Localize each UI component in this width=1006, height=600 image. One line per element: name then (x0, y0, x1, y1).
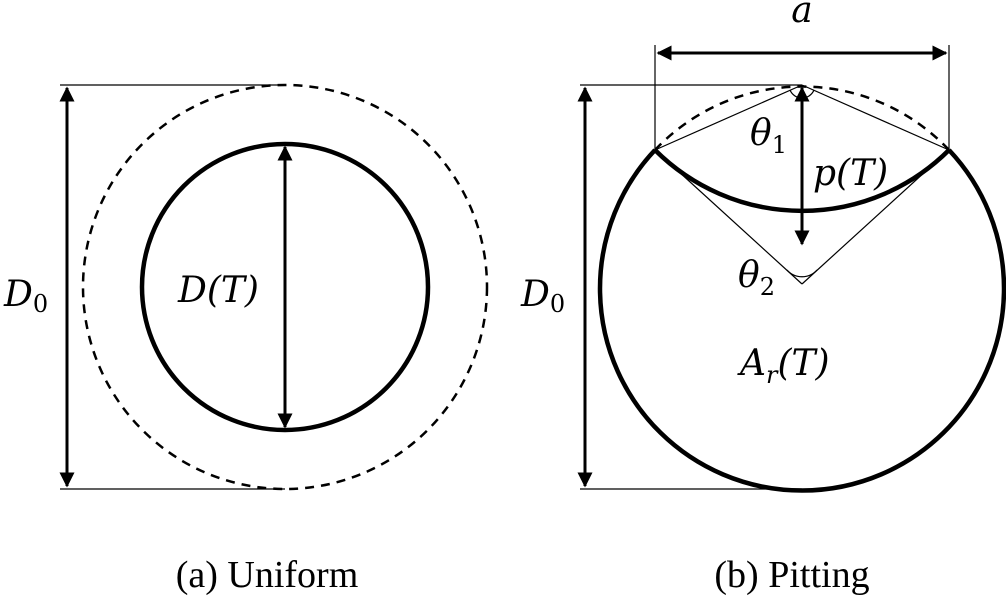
outer-diameter-label: D0 (3, 274, 48, 318)
caption-uniform: (a) Uniform (176, 554, 359, 596)
outer-diameter-label: D0 (520, 274, 565, 318)
corroded-section-circle (139, 141, 431, 433)
residual-area-label: Ar(T) (737, 343, 830, 389)
angle-2-label: θ2 (738, 255, 775, 301)
panel-b-pitting: a θ1 p(T) θ2 D0 Ar(T) (b) Pitting (520, 0, 1006, 596)
original-section-circle (81, 83, 489, 491)
angle-1-label: θ1 (750, 113, 787, 159)
chord-top-right (801, 84, 950, 151)
pit-depth-label: p(T) (813, 153, 888, 194)
angle-2-arc (786, 269, 818, 278)
panel-a-uniform: D0 D(T) (a) Uniform (3, 83, 489, 596)
caption-pitting: (b) Pitting (714, 554, 869, 596)
pit-width-label: a (791, 0, 812, 31)
radius-right (801, 149, 950, 285)
chord-top-left (654, 84, 803, 151)
residual-section-outline (597, 148, 1006, 493)
radius-left (654, 149, 803, 285)
inner-diameter-label: D(T) (177, 270, 259, 311)
